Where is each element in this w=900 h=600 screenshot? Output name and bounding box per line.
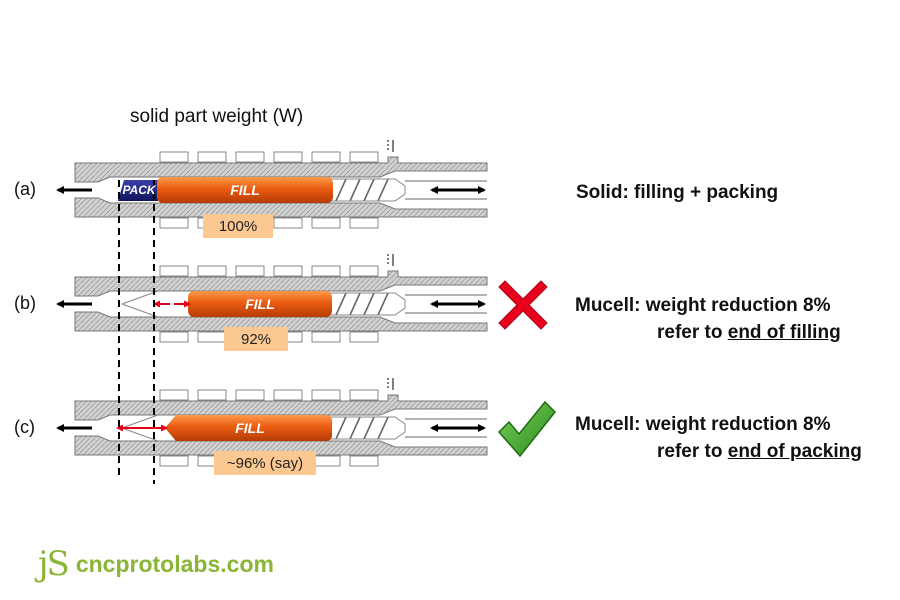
pack-label: PACK xyxy=(122,183,156,197)
percent-box-a: 100% xyxy=(203,214,273,238)
description-b-line2: refer to end of filling xyxy=(657,322,841,343)
cross-icon xyxy=(498,280,548,330)
row-label-a: (a) xyxy=(14,179,36,199)
fill-segment-b xyxy=(188,291,332,317)
percent-box-c: ~96% (say) xyxy=(214,451,316,475)
barrel-row-c xyxy=(58,378,487,466)
fill-label-b: FILL xyxy=(245,296,275,312)
end-of-packing-text: end of packing xyxy=(727,441,862,462)
description-a: Solid: filling + packing xyxy=(576,182,779,203)
diagram-title: solid part weight (W) xyxy=(130,106,304,127)
description-b-line1: Mucell: weight reduction 8% xyxy=(575,295,831,316)
description-c-line1: Mucell: weight reduction 8% xyxy=(575,414,831,435)
logo-mark: jS xyxy=(38,544,70,584)
check-icon xyxy=(497,400,557,458)
fill-label-c: FILL xyxy=(235,420,265,436)
logo-text: cncprotolabs.com xyxy=(75,550,274,577)
barrel-row-a xyxy=(58,140,487,228)
row-label-b: (b) xyxy=(14,293,36,313)
fill-label-a: FILL xyxy=(230,182,260,198)
description-c-line2: refer to end of packing xyxy=(657,441,862,462)
row-label-c: (c) xyxy=(14,417,35,437)
barrel-row-b xyxy=(58,254,487,342)
pack-segment xyxy=(118,180,158,201)
brand-logo: jS cncprotolabs.com xyxy=(38,544,274,584)
fill-segment-c xyxy=(165,415,332,441)
percent-box-b: 92% xyxy=(224,327,288,351)
end-of-filling-text: end of filling xyxy=(727,322,841,343)
fill-segment-a xyxy=(157,177,333,203)
